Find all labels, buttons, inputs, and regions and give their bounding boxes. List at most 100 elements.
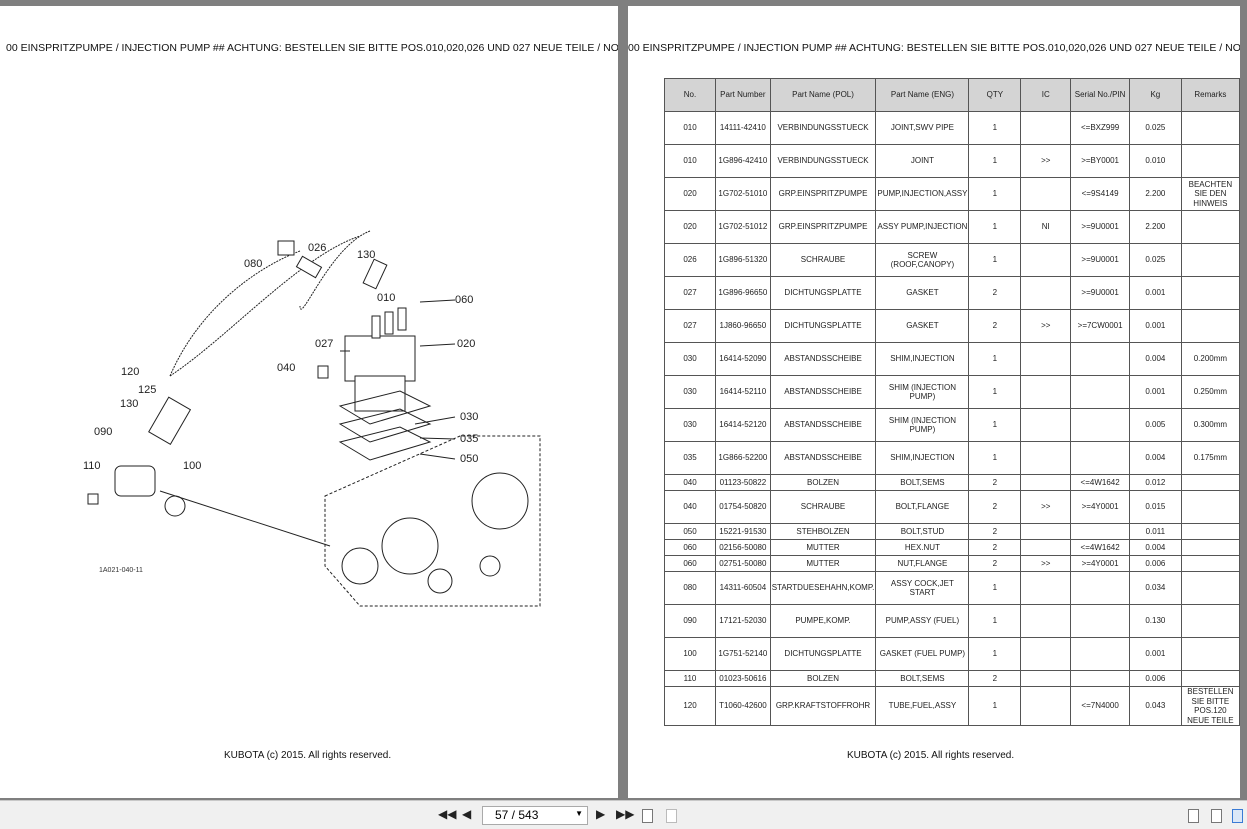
table-cell: ASSY PUMP,INJECTION	[875, 210, 970, 244]
last-page-button[interactable]: ▶▶	[616, 807, 635, 821]
table-cell: 010	[663, 144, 717, 178]
table-cell: 0.004	[1128, 539, 1182, 556]
exploded-parts-diagram	[87, 230, 541, 607]
table-cell: BOLT,SEMS	[875, 474, 970, 491]
copyright-footer: KUBOTA (c) 2015. All rights reserved.	[224, 750, 392, 761]
first-page-button[interactable]: ◀◀	[438, 807, 457, 821]
callout-026: 026	[308, 242, 327, 254]
table-cell	[1020, 111, 1072, 145]
table-cell: VERBINDUNGSSTUECK	[769, 144, 877, 178]
two-page-view-icon[interactable]	[1232, 809, 1243, 823]
callout-090: 090	[94, 426, 113, 438]
fit-width-icon[interactable]	[666, 809, 677, 823]
table-cell: 0.006	[1128, 670, 1182, 687]
table-cell: <=7N4000	[1070, 686, 1130, 726]
single-page-view-icon[interactable]	[1188, 809, 1199, 823]
table-cell	[1180, 474, 1240, 491]
callout-060: 060	[455, 294, 474, 306]
table-cell: STARTDUESEHAHN,KOMP.	[769, 571, 877, 605]
table-cell: 100	[663, 637, 717, 671]
table-cell: 2	[968, 474, 1022, 491]
table-cell: 1G896-42410	[715, 144, 771, 178]
table-cell: 14111-42410	[715, 111, 771, 145]
table-cell	[1180, 555, 1240, 572]
table-cell	[1020, 441, 1072, 475]
table-cell	[1180, 276, 1240, 310]
table-cell: 1G702-51010	[715, 177, 771, 211]
table-cell: 1	[968, 408, 1022, 442]
table-cell: SHIM,INJECTION	[875, 342, 970, 376]
table-cell: 01754-50820	[715, 490, 771, 524]
table-cell: >=BY0001	[1070, 144, 1130, 178]
callout-030: 030	[460, 411, 479, 423]
next-page-button[interactable]: ▶	[596, 807, 606, 821]
table-cell: SHIM (INJECTION PUMP)	[875, 408, 970, 442]
table-cell: <=BXZ999	[1070, 111, 1130, 145]
table-cell: GRP.EINSPRITZPUMPE	[769, 177, 877, 211]
table-cell: GRP.EINSPRITZPUMPE	[769, 210, 877, 244]
table-cell: 0.001	[1128, 637, 1182, 671]
column-header: QTY	[968, 78, 1022, 112]
table-cell: 16414-52110	[715, 375, 771, 409]
table-cell: 1	[968, 111, 1022, 145]
table-cell: 0.250mm	[1180, 375, 1240, 409]
table-cell	[1180, 604, 1240, 638]
table-cell	[1070, 637, 1130, 671]
table-cell: JOINT	[875, 144, 970, 178]
table-cell: 0.034	[1128, 571, 1182, 605]
table-cell	[1180, 144, 1240, 178]
previous-page-button[interactable]: ◀	[462, 807, 472, 821]
table-cell: 01023-50616	[715, 670, 771, 687]
table-cell: 040	[663, 474, 717, 491]
table-cell: 030	[663, 342, 717, 376]
table-cell	[1070, 408, 1130, 442]
table-cell: 0.004	[1128, 342, 1182, 376]
table-cell: 060	[663, 555, 717, 572]
page-number-select[interactable]: 57 / 543▼	[482, 806, 588, 825]
table-cell: 050	[663, 523, 717, 540]
table-cell: >>	[1020, 555, 1072, 572]
table-cell: 090	[663, 604, 717, 638]
table-cell: 020	[663, 210, 717, 244]
table-cell: GRP.KRAFTSTOFFROHR	[769, 686, 877, 726]
table-cell: BOLT,FLANGE	[875, 490, 970, 524]
table-cell: 16414-52090	[715, 342, 771, 376]
table-cell	[1180, 490, 1240, 524]
callout-050: 050	[460, 453, 479, 465]
fit-page-icon[interactable]	[642, 809, 653, 823]
table-cell: BOLT,SEMS	[875, 670, 970, 687]
table-cell	[1180, 523, 1240, 540]
table-cell: ABSTANDSSCHEIBE	[769, 408, 877, 442]
column-header: No.	[663, 78, 717, 112]
table-cell: BESTELLEN SIE BITTE POS.120 NEUE TEILE	[1180, 686, 1240, 726]
table-cell: 0.043	[1128, 686, 1182, 726]
callout-125: 125	[138, 384, 157, 396]
table-cell	[1020, 276, 1072, 310]
table-cell: PUMP,ASSY (FUEL)	[875, 604, 970, 638]
table-cell: 1	[968, 604, 1022, 638]
table-cell: 15221-91530	[715, 523, 771, 540]
table-cell: 02751-50080	[715, 555, 771, 572]
table-cell: 030	[663, 375, 717, 409]
continuous-view-icon[interactable]	[1211, 809, 1222, 823]
column-header: Kg	[1128, 78, 1182, 112]
table-cell: 2	[968, 670, 1022, 687]
table-cell: 2.200	[1128, 210, 1182, 244]
table-cell: 0.011	[1128, 523, 1182, 540]
diagram-code: 1A021-040-11	[99, 567, 143, 574]
table-cell: >=7CW0001	[1070, 309, 1130, 343]
table-cell: SHIM (INJECTION PUMP)	[875, 375, 970, 409]
callout-010: 010	[377, 292, 396, 304]
callout-110: 110	[83, 460, 101, 472]
